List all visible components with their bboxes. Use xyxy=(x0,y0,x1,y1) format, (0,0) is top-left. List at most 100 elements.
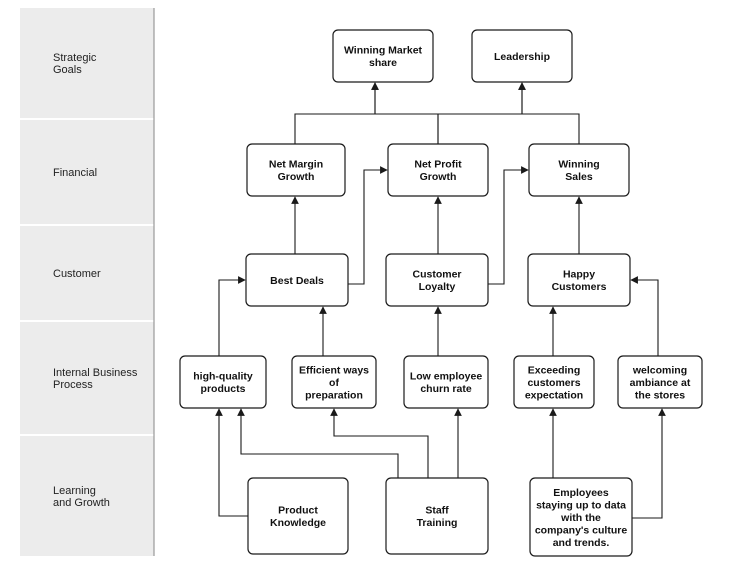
node-customer-loyalty-label-line: Customer xyxy=(412,269,461,281)
node-welcoming-ambiance-label-line: the stores xyxy=(635,389,685,401)
node-welcoming-ambiance-label-line: ambiance at xyxy=(630,377,691,389)
node-low-employee-churn-label-line: churn rate xyxy=(420,383,472,395)
node-high-quality-products-box xyxy=(179,355,267,409)
node-winning-sales-label-line: Sales xyxy=(565,171,593,183)
node-winning-sales-box xyxy=(528,143,630,197)
band-financial: Financial xyxy=(20,120,154,224)
node-efficient-ways-label-line: preparation xyxy=(305,389,363,401)
arrow-customer-loyalty-to-winning-sales xyxy=(488,166,529,285)
band-customer-label-line: Customer xyxy=(53,268,101,280)
node-exceeding-expectation-label-line: customers xyxy=(527,377,580,389)
node-efficient-ways-box xyxy=(291,355,377,409)
node-product-knowledge-label-line: Knowledge xyxy=(270,517,326,529)
arrow-staff-training-to-efficient-ways xyxy=(330,408,429,478)
band-financial-label-line: Financial xyxy=(53,167,97,179)
node-best-deals-box xyxy=(245,253,349,307)
band-learning-label-line: Learning xyxy=(53,485,96,497)
node-net-profit-growth-label-line: Net Profit xyxy=(414,159,462,171)
node-employees-up-to-data-label-line: Employees xyxy=(553,487,609,499)
arrow-product-knowledge-to-high-quality-products xyxy=(215,408,248,517)
node-net-margin-growth-label-line: Net Margin xyxy=(269,159,323,171)
node-high-quality-products-label-line: high-quality xyxy=(193,371,253,383)
node-efficient-ways-label-line: of xyxy=(329,377,339,389)
node-low-employee-churn-box xyxy=(403,355,489,409)
node-happy-customers-box xyxy=(527,253,631,307)
node-net-margin-growth-box xyxy=(246,143,346,197)
node-net-profit-growth-label-line: Growth xyxy=(420,171,457,183)
node-winning-sales-label-line: Winning xyxy=(558,159,599,171)
node-exceeding-expectation-label-line: expectation xyxy=(525,389,583,401)
arrow-employees-up-to-data-to-welcoming-ambiance xyxy=(632,408,666,519)
node-customer-loyalty-box xyxy=(385,253,489,307)
node-net-margin-growth-label-line: Growth xyxy=(278,171,315,183)
band-customer-background xyxy=(20,226,154,320)
node-employees-up-to-data-label-line: staying up to data xyxy=(536,499,626,511)
band-internal-label-line: Internal Business xyxy=(53,367,138,379)
band-strategic-label-line: Strategic xyxy=(53,52,97,64)
node-employees-up-to-data-label-line: and trends. xyxy=(553,537,610,549)
node-employees-up-to-data-label-line: company's culture xyxy=(535,524,628,536)
band-learning-label-line: and Growth xyxy=(53,497,110,509)
band-customer: Customer xyxy=(20,226,154,320)
arrow-high-quality-products-to-best-deals xyxy=(218,276,246,356)
node-staff-training-label-line: Training xyxy=(417,517,458,529)
node-product-knowledge-label-line: Product xyxy=(278,505,318,517)
arrow-net-margin-growth-to-winning-market-share xyxy=(294,82,379,144)
node-best-deals-label-line: Best Deals xyxy=(270,275,324,287)
node-welcoming-ambiance-box xyxy=(617,355,703,409)
node-leadership-label-line: Leadership xyxy=(494,51,550,63)
node-winning-market-share-box xyxy=(332,29,434,83)
node-employees-up-to-data-box xyxy=(529,477,633,557)
arrow-staff-training-to-high-quality-products xyxy=(237,408,399,478)
band-internal-label-line: Process xyxy=(53,379,93,391)
node-low-employee-churn-label-line: Low employee xyxy=(410,371,483,383)
arrow-welcoming-ambiance-to-happy-customers xyxy=(630,276,659,356)
node-best-deals: Best Deals xyxy=(245,253,349,307)
node-winning-market-share-label-line: Winning Market xyxy=(344,45,423,57)
node-exceeding-expectation-box xyxy=(513,355,595,409)
node-happy-customers-label-line: Customers xyxy=(552,281,607,293)
perspective-bands: StrategicGoalsFinancialCustomerInternal … xyxy=(20,8,155,556)
node-winning-market-share-label-line: share xyxy=(369,57,397,69)
node-exceeding-expectation-label-line: Exceeding xyxy=(528,364,581,376)
band-internal-background xyxy=(20,322,154,434)
node-happy-customers-label-line: Happy xyxy=(563,269,595,281)
node-efficient-ways-label-line: Efficient ways xyxy=(299,364,369,376)
arrow-net-profit-growth-to-winning-market-share xyxy=(371,82,439,144)
node-customer-loyalty-label-line: Loyalty xyxy=(419,281,456,293)
band-strategic-label-line: Goals xyxy=(53,64,82,76)
node-net-profit-growth-box xyxy=(387,143,489,197)
node-welcoming-ambiance-label-line: welcoming xyxy=(632,364,687,376)
node-staff-training-box xyxy=(385,477,489,555)
arrow-winning-sales-to-leadership xyxy=(518,82,580,144)
arrow-net-profit-growth-to-leadership xyxy=(437,82,526,144)
node-leadership-box xyxy=(471,29,573,83)
band-learning-background xyxy=(20,436,154,556)
node-high-quality-products-label-line: products xyxy=(201,383,246,395)
node-leadership: Leadership xyxy=(471,29,573,83)
band-financial-background xyxy=(20,120,154,224)
arrow-best-deals-to-net-profit-growth xyxy=(348,166,388,285)
node-product-knowledge-box xyxy=(247,477,349,555)
connectors xyxy=(215,82,666,519)
node-staff-training-label-line: Staff xyxy=(425,505,449,517)
